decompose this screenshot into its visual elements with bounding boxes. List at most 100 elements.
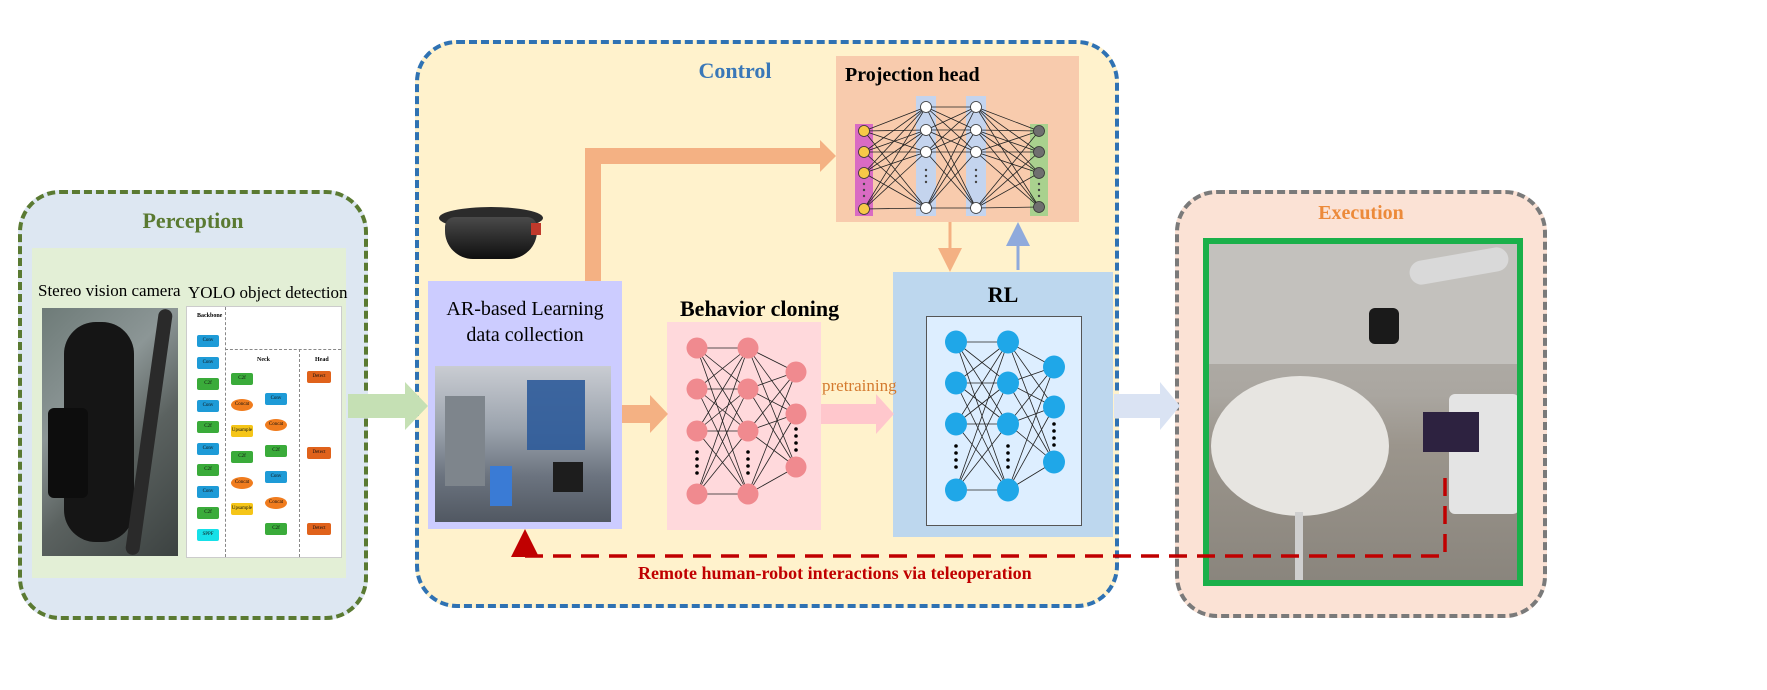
- rl-node: [1043, 395, 1065, 419]
- behavior-ellipsis-dot: [794, 441, 798, 445]
- behavior-cloning-network: [686, 337, 807, 505]
- projection-node: [920, 101, 932, 113]
- behavior-ellipsis-dot: [794, 434, 798, 438]
- behavior-ellipsis-dot: [695, 457, 699, 461]
- projection-edge: [863, 129, 927, 174]
- projection-edge: [863, 129, 927, 153]
- projection-ellipsis-dot: [974, 168, 978, 172]
- projection-edge: [925, 129, 977, 153]
- projection-ellipsis-dot: [974, 174, 978, 178]
- projection-edge: [975, 129, 1040, 153]
- projection-edge: [925, 151, 977, 209]
- yolo-head-label: Head: [315, 357, 329, 363]
- behavior-edge: [696, 388, 749, 432]
- projection-node: [1033, 201, 1045, 213]
- projection-node: [920, 202, 932, 214]
- yolo-block: Conv: [265, 471, 287, 483]
- behavior-ellipsis-dot: [746, 464, 750, 468]
- yolo-block: Conv: [265, 393, 287, 405]
- projection-edge: [863, 106, 927, 210]
- projection-ellipsis-dot: [924, 168, 928, 172]
- yolo-block: Conv: [197, 335, 219, 347]
- behavior-node: [737, 378, 759, 400]
- rl-node: [1043, 355, 1065, 379]
- rl-node: [945, 478, 967, 502]
- yolo-block: Concat: [231, 477, 253, 489]
- projection-ellipsis-dot: [924, 174, 928, 178]
- behavior-node: [785, 403, 807, 425]
- projection-node: [1033, 167, 1045, 179]
- behavior-edge: [696, 347, 749, 432]
- ar-lab-shelf: [445, 396, 485, 486]
- projection-node: [858, 125, 870, 137]
- projection-edge: [925, 106, 977, 153]
- rl-ellipsis-dot: [1052, 443, 1056, 447]
- projection-ellipsis-dot: [1037, 194, 1041, 198]
- arrow-behavior-to-rl: [821, 394, 894, 434]
- pretraining-label: pretraining: [822, 376, 897, 395]
- rl-ellipsis-dot: [954, 465, 958, 469]
- yolo-block: SPPF: [197, 528, 219, 541]
- yolo-block: C2f: [231, 373, 253, 385]
- arrow-ar-to-behavior: [622, 395, 668, 433]
- yolo-block: C2f: [197, 507, 219, 519]
- headset-visor: [445, 217, 537, 259]
- behavior-edge: [747, 371, 797, 432]
- behavior-ellipsis-dot: [746, 450, 750, 454]
- behavior-ellipsis-dot: [794, 448, 798, 452]
- yolo-block: Conv: [197, 356, 219, 369]
- rl-ellipsis-dot: [1052, 429, 1056, 433]
- yolo-label: YOLO object detection: [188, 283, 348, 302]
- yolo-block: Detect: [307, 523, 331, 535]
- rl-node: [997, 371, 1019, 395]
- behavior-node: [785, 361, 807, 383]
- projection-edge: [975, 206, 1040, 209]
- projection-node: [970, 124, 982, 136]
- projection-edge: [975, 129, 1040, 174]
- yolo-block: C2f: [197, 378, 219, 390]
- projection-edge: [975, 151, 1040, 174]
- rl-node: [945, 371, 967, 395]
- projection-edge: [863, 106, 927, 174]
- yolo-block: Conv: [197, 399, 219, 412]
- projection-edge: [975, 129, 1040, 208]
- rl-node: [997, 330, 1019, 354]
- behavior-node: [737, 337, 759, 359]
- rl-ellipsis-dot: [1006, 465, 1010, 469]
- behavior-ellipsis-dot: [794, 427, 798, 431]
- projection-node: [970, 202, 982, 214]
- yolo-block: Upsample: [231, 503, 253, 515]
- yolo-block: C2f: [231, 451, 253, 463]
- projection-edge: [975, 106, 1040, 174]
- projection-edge: [863, 106, 927, 153]
- projection-edge: [863, 129, 927, 210]
- behavior-node: [686, 337, 708, 359]
- rl-node: [997, 412, 1019, 436]
- yolo-block: C2f: [197, 421, 219, 433]
- rl-ellipsis-dot: [954, 444, 958, 448]
- projection-edge: [863, 130, 927, 153]
- yolo-block: Upsample: [231, 425, 253, 437]
- rl-edge: [1007, 366, 1055, 425]
- rl-ellipsis-dot: [954, 451, 958, 455]
- ar-headset-image: [437, 205, 547, 263]
- yolo-block: C2f: [265, 445, 287, 457]
- yolo-divider-2: [225, 349, 341, 350]
- projection-ellipsis-dot: [1037, 182, 1041, 186]
- round-table: [1211, 376, 1389, 516]
- projection-edge: [975, 130, 1040, 153]
- rl-ellipsis-dot: [1052, 436, 1056, 440]
- projection-edge: [863, 207, 927, 210]
- projection-edge: [975, 172, 1040, 209]
- camera-mount: [48, 408, 88, 498]
- table-leg: [1295, 512, 1303, 580]
- yolo-block: Conv: [197, 442, 219, 455]
- projection-edge: [925, 106, 977, 209]
- behavior-node: [737, 483, 759, 505]
- ar-label-line1: AR-based Learning: [446, 298, 604, 320]
- yolo-block: Conv: [197, 485, 219, 498]
- yolo-block: Detect: [307, 447, 331, 459]
- projection-head-title: Projection head: [845, 64, 980, 86]
- projection-node: [970, 101, 982, 113]
